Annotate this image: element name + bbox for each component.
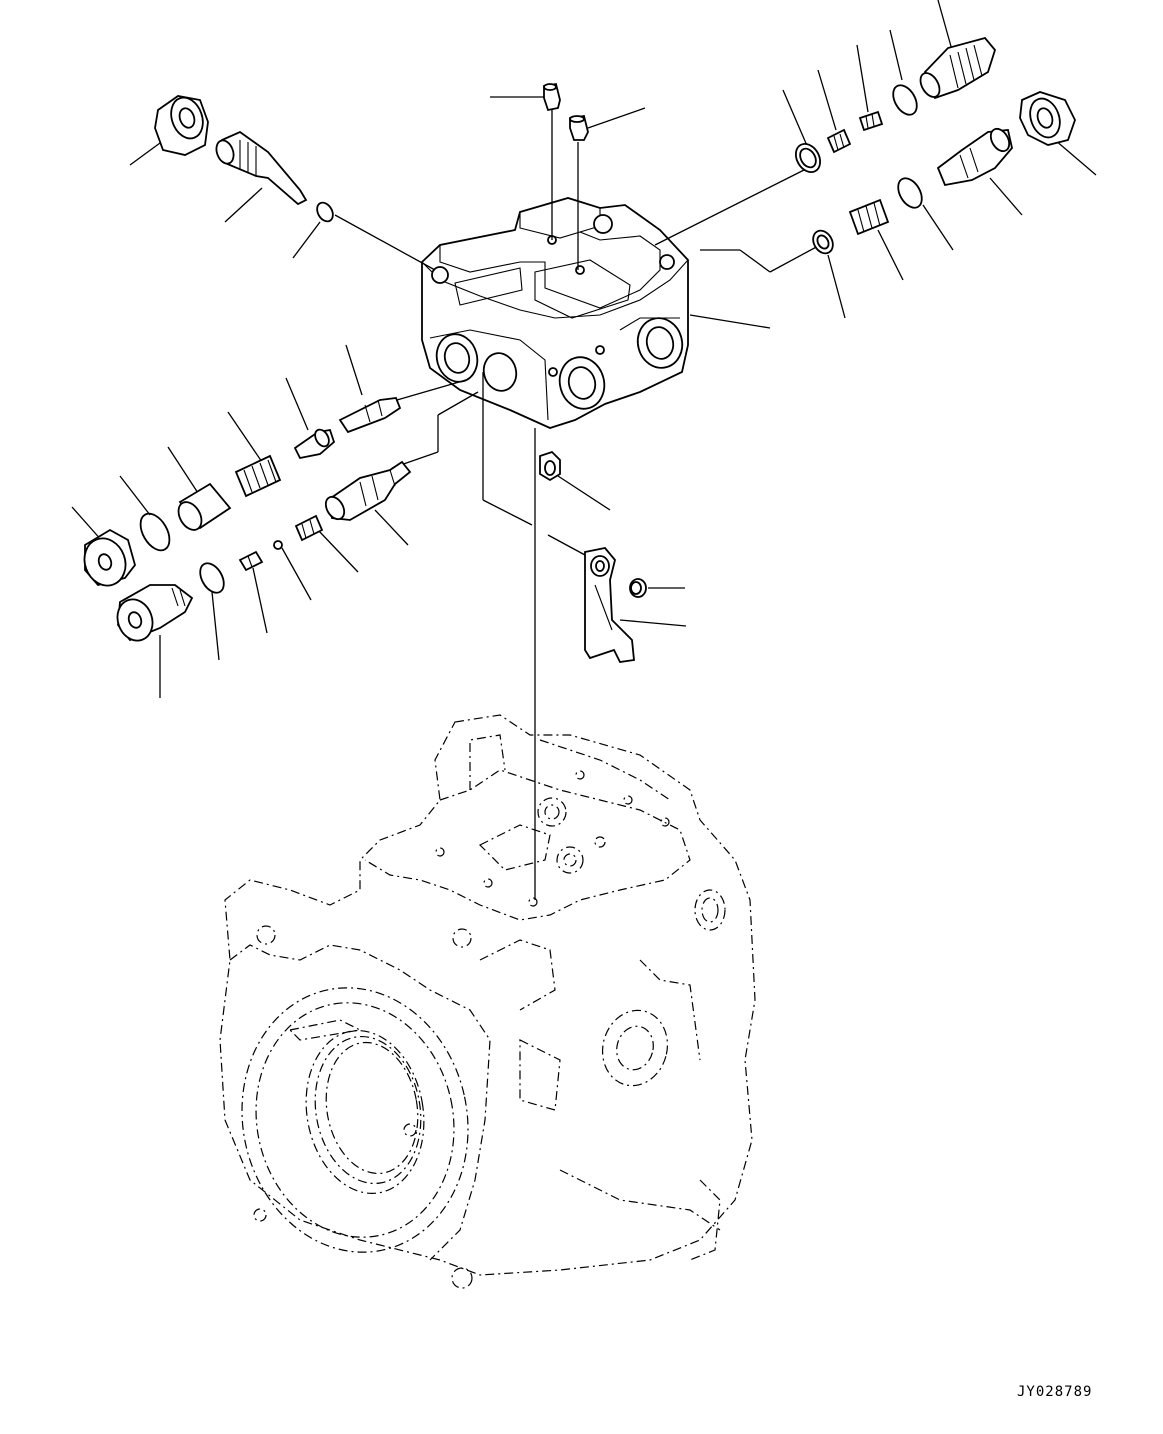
upper-left-plug-nut xyxy=(154,95,209,156)
lower-o-ring xyxy=(199,562,225,594)
upper-right-nut xyxy=(1019,91,1076,146)
upper-right-seal-ring xyxy=(794,142,822,174)
upper-right-o-ring-b xyxy=(897,177,923,209)
upper-right-seat xyxy=(826,128,852,154)
lever-bracket xyxy=(584,547,635,663)
lower-ball xyxy=(273,540,283,550)
left-plug xyxy=(83,528,136,587)
lower-plug xyxy=(116,584,194,642)
left-sleeve xyxy=(177,482,232,531)
upper-right-valve xyxy=(936,127,1013,187)
lower-spring xyxy=(294,514,324,542)
left-piston xyxy=(293,428,336,460)
lever-cap xyxy=(629,578,647,598)
center-fitting xyxy=(539,450,561,482)
upper-right-relief-plug xyxy=(919,36,997,100)
drawing-code: JY028789 xyxy=(1017,1384,1093,1400)
leader-lines xyxy=(334,96,821,900)
upper-right-spring-b xyxy=(848,198,890,236)
lower-valve xyxy=(324,460,412,521)
pump-housing xyxy=(219,714,756,1289)
upper-left-valve-stem xyxy=(215,130,308,206)
top-plug-a xyxy=(543,82,561,112)
valve-body xyxy=(421,197,689,429)
upper-right-seal-ring xyxy=(812,229,834,255)
top-plug-b xyxy=(569,114,589,141)
left-spool xyxy=(338,397,402,434)
left-o-ring xyxy=(139,512,171,552)
left-spring xyxy=(234,454,282,498)
lower-small-screw xyxy=(238,550,264,572)
reference-leaders xyxy=(71,0,1097,698)
upper-left-o-ring xyxy=(316,201,334,223)
upper-right-spring-a xyxy=(858,110,884,132)
upper-right-o-ring-a xyxy=(892,84,918,116)
